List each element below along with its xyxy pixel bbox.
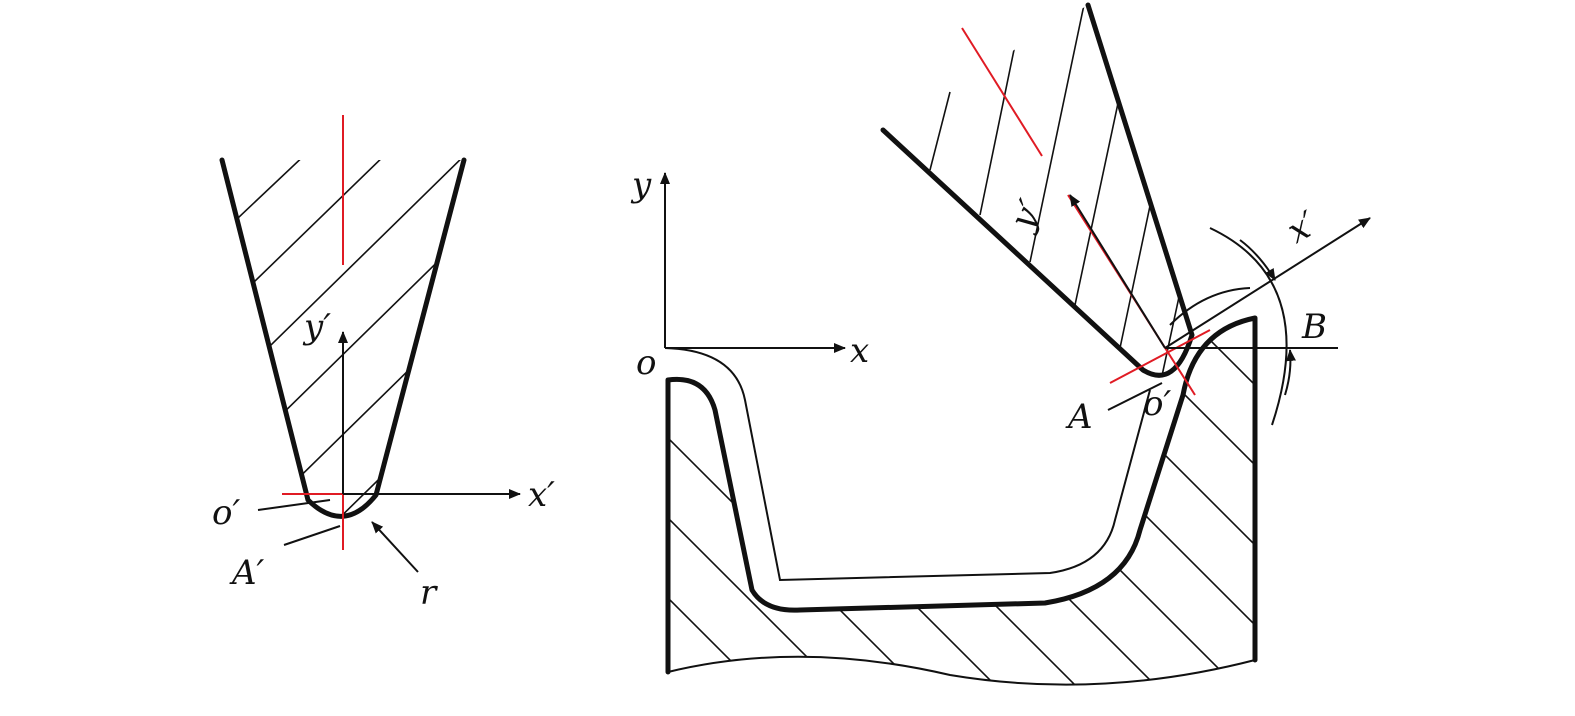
rotation-arrow-upper — [1239, 239, 1276, 281]
tool-origin-label: o′ — [1143, 384, 1171, 424]
tool-x-prime-label: x′ — [1281, 204, 1325, 252]
punch-right-outline — [880, 2, 1195, 378]
die-outline — [665, 315, 1258, 675]
point-a-label-left: A′ — [229, 553, 265, 593]
die-hatching — [668, 318, 1255, 685]
punch-right-hatching — [929, 5, 1192, 376]
bending-setup-right: y x o — [630, 2, 1371, 686]
punch-tool-left: y′ x′ o′ A′ r — [212, 115, 555, 613]
point-a-leader — [1107, 382, 1163, 411]
global-origin-label: o — [636, 343, 656, 383]
radius-arrow-left — [371, 521, 419, 573]
y-prime-label-left: y′ — [302, 307, 331, 347]
rotation-arc — [1209, 227, 1288, 426]
global-x-label: x — [850, 331, 869, 371]
point-b-label: B — [1301, 307, 1327, 347]
point-a-leader-left — [283, 525, 341, 546]
tool-y-prime-axis — [1069, 194, 1166, 349]
tool-tip-arc — [1169, 287, 1251, 326]
punch-right-centerline-upper — [961, 27, 1043, 157]
die-bottom-break-line — [667, 655, 1256, 686]
tool-x-prime-axis — [1164, 217, 1371, 349]
point-a-label: A — [1065, 397, 1093, 437]
global-y-label: y — [630, 165, 652, 205]
origin-leader-left — [257, 499, 331, 511]
origin-label-left: o′ — [212, 493, 240, 533]
rotation-arrow-lower — [1284, 349, 1296, 396]
sheet-metal-inner-line — [664, 347, 1151, 582]
radius-label-left: r — [420, 573, 438, 613]
x-prime-label-left: x′ — [528, 475, 555, 515]
punch-right-centerline-cross — [1109, 329, 1211, 384]
